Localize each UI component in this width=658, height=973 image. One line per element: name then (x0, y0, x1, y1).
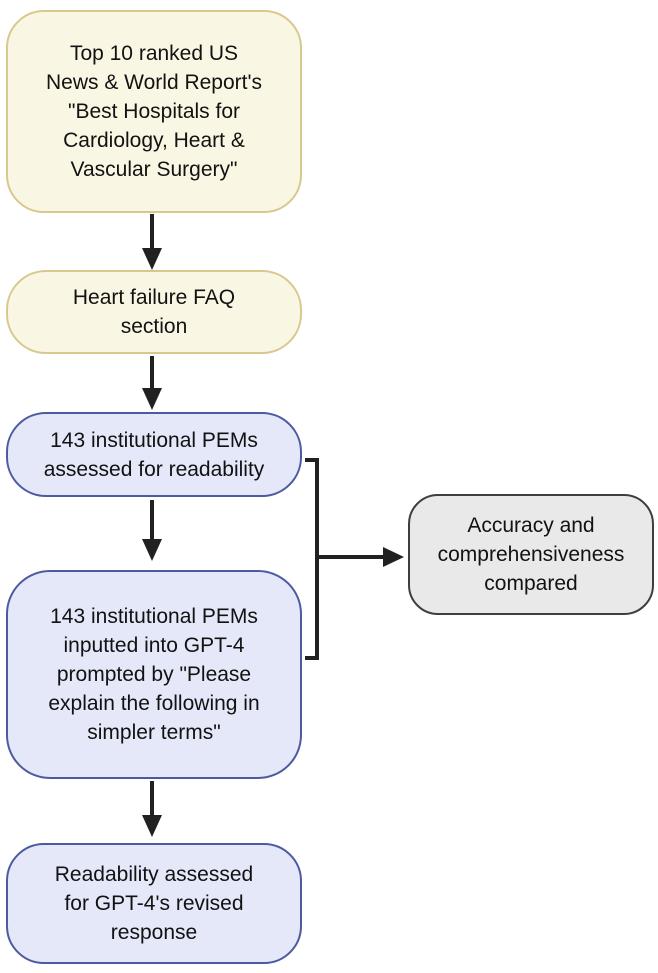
arrow-right-compare (318, 547, 404, 567)
arrow-down-3 (142, 500, 162, 561)
node-heart-failure-faq-label: Heart failure FAQ section (72, 286, 236, 338)
node-accuracy-compared-label: Accuracy and comprehensiveness compared (437, 514, 625, 595)
node-heart-failure-faq: Heart failure FAQ section (6, 270, 302, 354)
node-readability-revised: Readability assessed for GPT-4's revised… (6, 843, 302, 964)
node-top10-hospitals-label: Top 10 ranked US News & World Report's "… (45, 42, 263, 181)
node-accuracy-compared: Accuracy and comprehensiveness compared (408, 494, 654, 615)
merge-bracket (305, 458, 319, 660)
arrow-down-2 (142, 356, 162, 410)
node-pems-gpt4-input-label: 143 institutional PEMs inputted into GPT… (48, 605, 260, 744)
arrow-down-1 (142, 214, 162, 270)
node-pems-gpt4-input: 143 institutional PEMs inputted into GPT… (6, 570, 302, 779)
node-readability-revised-label: Readability assessed for GPT-4's revised… (54, 863, 254, 944)
arrow-down-4 (142, 781, 162, 837)
node-top10-hospitals: Top 10 ranked US News & World Report's "… (6, 10, 302, 213)
node-pems-readability-label: 143 institutional PEMs assessed for read… (43, 428, 265, 481)
node-pems-readability: 143 institutional PEMs assessed for read… (6, 412, 302, 497)
